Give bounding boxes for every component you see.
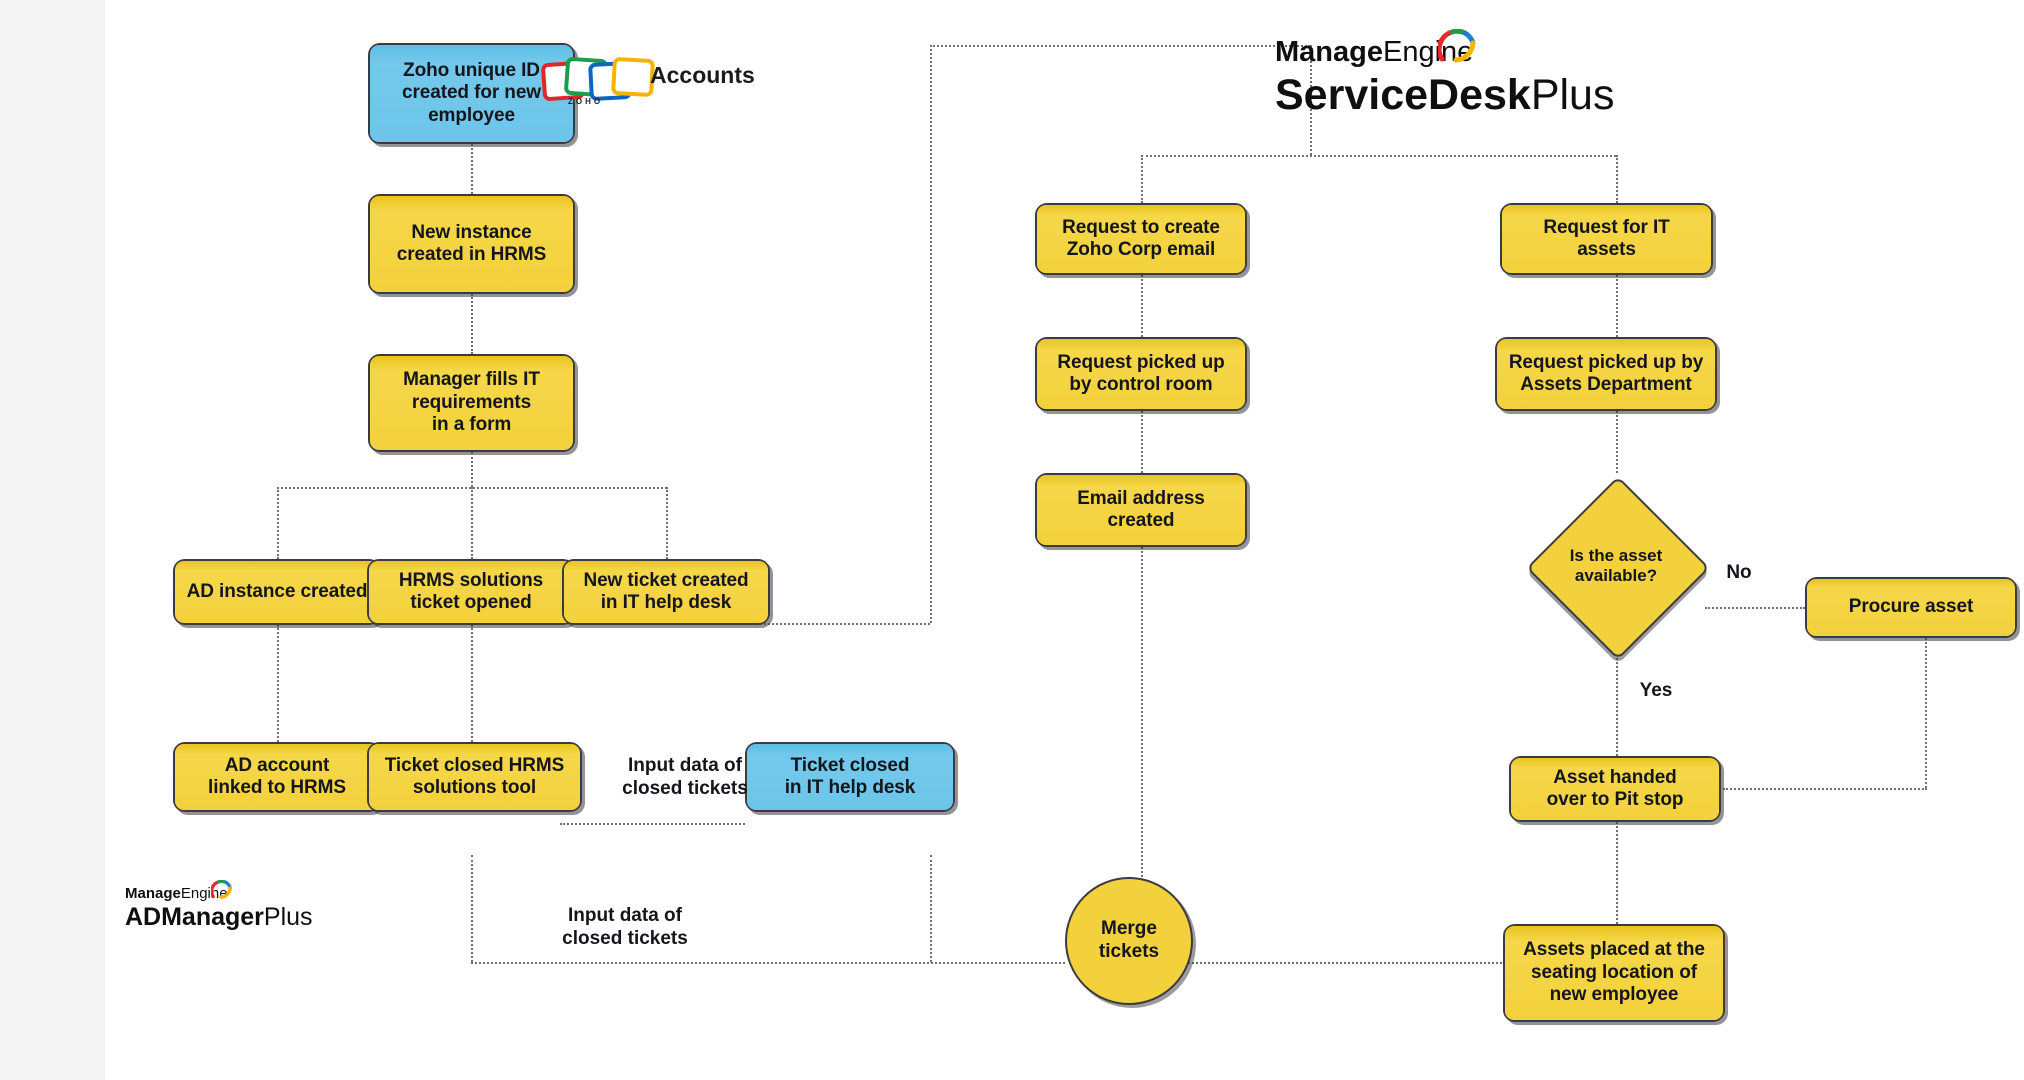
node-ticket-closed-hrms[interactable]: Ticket closed HRMS solutions tool	[367, 742, 582, 812]
manageengine-brand: ManageEngine	[125, 880, 313, 902]
node-zoho-unique-id[interactable]: Zoho unique ID created for new employee	[368, 43, 575, 144]
node-label: Merge tickets	[1098, 918, 1160, 962]
manageengine-brand-bold: Manage	[125, 885, 181, 902]
node-new-ticket-created[interactable]: New ticket created in IT help desk	[562, 559, 770, 625]
connector-pickedassets-diamond	[1616, 411, 1618, 473]
connector-adinstance-adaccount	[277, 625, 279, 742]
connector-zohoid-hrms	[471, 144, 473, 194]
connector-procure-to-handed	[1723, 788, 1927, 790]
manageengine-brand-light: Engine	[1382, 36, 1474, 68]
node-merge-tickets[interactable]: Merge tickets	[1065, 877, 1193, 1005]
node-new-instance-hrms[interactable]: New instance created in HRMS	[368, 194, 575, 294]
node-ticket-closed-it-help-desk[interactable]: Ticket closed in IT help desk	[745, 742, 955, 812]
manageengine-product: ServiceDeskPlus	[1275, 71, 1614, 120]
node-label: Request to create Zoho Corp email	[1062, 216, 1220, 260]
node-asset-handed-pit-stop[interactable]: Asset handed over to Pit stop	[1509, 756, 1721, 822]
node-label: AD instance created	[186, 580, 368, 602]
connector-bus-newticket	[666, 487, 668, 559]
edge-label-no: No	[1726, 562, 1752, 583]
node-procure-asset[interactable]: Procure asset	[1805, 577, 2017, 638]
node-request-picked-control-room[interactable]: Request picked up by control room	[1035, 337, 1247, 411]
manageengine-brand-bold: Manage	[1275, 36, 1383, 68]
connector-bus-ad	[277, 487, 279, 559]
node-label: Asset handed over to Pit stop	[1546, 766, 1684, 810]
left-gutter	[0, 0, 105, 1080]
node-manager-fills-form[interactable]: Manager fills IT requirements in a form	[368, 354, 575, 452]
zoho-accounts-label: Accounts	[650, 62, 755, 88]
node-request-picked-assets-dept[interactable]: Request picked up by Assets Department	[1495, 337, 1717, 411]
node-request-for-it-assets[interactable]: Request for IT assets	[1500, 203, 1713, 275]
connector-top-down	[1310, 45, 1312, 155]
node-hrms-solutions-ticket-opened[interactable]: HRMS solutions ticket opened	[367, 559, 575, 625]
connector-diamond-handed	[1616, 658, 1618, 756]
flowchart-stage: Zoho unique ID created for new employee …	[105, 0, 2024, 1080]
connector-newticket-right	[749, 623, 930, 625]
edge-label-input-closed-tickets-top: Input data of closed tickets	[622, 755, 748, 799]
connector-picked-emailcreated	[1141, 411, 1143, 473]
node-ad-account-linked[interactable]: AD account linked to HRMS	[173, 742, 381, 812]
connector-bus-assets	[1616, 155, 1618, 203]
zoho-square-yellow	[611, 56, 655, 98]
manageengine-product: ADManagerPlus	[125, 903, 313, 932]
connector-diamond-procure	[1705, 607, 1805, 609]
zoho-logo: ZOHO	[540, 52, 655, 107]
connector-merge-placed	[1105, 962, 1529, 964]
manageengine-admanager-plus-logo: ManageEngine ADManagerPlus	[125, 880, 313, 932]
node-label: Request for IT assets	[1543, 216, 1670, 260]
connector-bus-email	[1141, 155, 1143, 203]
connector-reqemail-picked	[1141, 275, 1143, 337]
node-is-asset-available[interactable]: Is the asset available?	[1526, 473, 1710, 660]
node-label: New instance created in HRMS	[396, 221, 547, 265]
connector-hrms-manager	[471, 294, 473, 354]
product-name-light: Plus	[263, 903, 313, 931]
node-label: Request picked up by control room	[1057, 351, 1225, 395]
node-label: AD account linked to HRMS	[208, 754, 346, 798]
node-request-create-email[interactable]: Request to create Zoho Corp email	[1035, 203, 1247, 275]
connector-emailcreated-merge	[1141, 547, 1143, 877]
edge-label-input-closed-tickets-bottom: Input data of closed tickets	[562, 905, 688, 949]
edge-label-yes: Yes	[1639, 680, 1673, 701]
node-label: New ticket created in IT help desk	[583, 569, 749, 613]
connector-newticket-up	[930, 45, 932, 623]
node-email-address-created[interactable]: Email address created	[1035, 473, 1247, 547]
connector-branch-bus	[1141, 155, 1616, 157]
connector-manager-down	[471, 452, 473, 487]
node-assets-placed-seating[interactable]: Assets placed at the seating location of…	[1503, 924, 1725, 1022]
connector-hrmsticket-closed	[471, 625, 473, 742]
connector-closedhrms-down	[471, 855, 473, 962]
node-label: Is the asset available?	[1569, 545, 1663, 585]
product-name-bold: ADManager	[125, 903, 264, 931]
product-name-light: Plus	[1530, 71, 1615, 119]
connector-closeditsd-down	[930, 855, 932, 962]
zoho-wordmark: ZOHO	[568, 97, 604, 106]
connector-handed-placed	[1616, 822, 1618, 924]
manageengine-swoosh-icon	[1438, 29, 1476, 63]
node-label: Ticket closed HRMS solutions tool	[384, 754, 565, 798]
connector-procure-down	[1925, 638, 1927, 788]
connector-closedhrms-to-merge	[471, 962, 1065, 964]
connector-top-across	[930, 45, 1310, 47]
node-label: Email address created	[1077, 487, 1205, 531]
connector-closedhrms-to-closeditsd	[560, 823, 745, 825]
node-label: Zoho unique ID created for new employee	[402, 59, 541, 126]
node-label: Request picked up by Assets Department	[1508, 351, 1704, 395]
node-label: Procure asset	[1848, 596, 1974, 618]
node-label: HRMS solutions ticket opened	[398, 569, 544, 613]
connector-reqassets-picked	[1616, 275, 1618, 337]
product-name-bold: ServiceDesk	[1275, 71, 1531, 119]
node-label: Ticket closed in IT help desk	[784, 754, 916, 798]
manageengine-servicedesk-plus-logo: ManageEngine ServiceDeskPlus	[1275, 29, 1614, 120]
manageengine-swoosh-icon	[211, 880, 232, 899]
node-label: Manager fills IT requirements in a form	[403, 369, 540, 436]
manageengine-brand-light: Engine	[180, 885, 228, 902]
node-ad-instance-created[interactable]: AD instance created	[173, 559, 381, 625]
node-label: Assets placed at the seating location of…	[1523, 939, 1705, 1006]
manageengine-brand: ManageEngine	[1275, 29, 1614, 69]
connector-bus-hrmsticket	[471, 487, 473, 559]
